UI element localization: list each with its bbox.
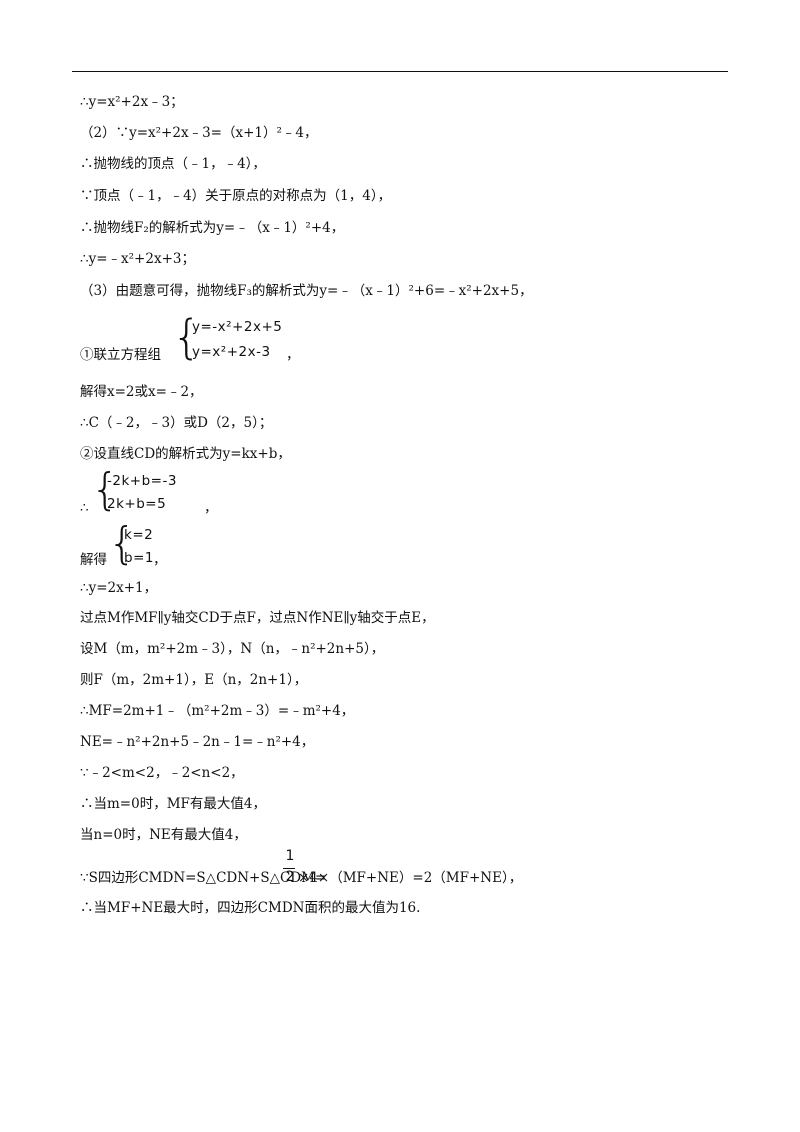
text-line-9: 解得x=2或x=﹣2， (80, 384, 203, 400)
header-rule (72, 71, 728, 72)
text-line-20: ∵﹣2<m<2，﹣2<n<2， (80, 765, 244, 781)
fraction-numerator: 1 (285, 848, 295, 864)
line-9: 解得x=2或x=﹣2， (80, 382, 203, 402)
system-2-brace: { (91, 464, 119, 515)
system-3-eq-1: k=2 (124, 527, 154, 543)
equation-system-1: ①联立方程组 { y=-x²+2x+5 y=x²+2x-3 ， (80, 310, 380, 366)
equation-system-2: ∴ { -2k+b=-3 2k+b=5 ， (80, 464, 380, 520)
line-16: 设M（m，m²+2m﹣3），N（n，﹣n²+2n+5）， (80, 639, 384, 659)
line-11: ②设直线CD的解析式为y=kx+b， (80, 444, 291, 464)
system-3-eq-2: b=1 (124, 550, 154, 566)
line-6: ∴y=﹣x²+2x+3； (80, 249, 195, 269)
text-line-5: ∴抛物线F₂的解析式为y=﹣（x﹣1）²+4， (80, 220, 345, 236)
line-1: ∴y=x²+2x﹣3； (80, 92, 184, 112)
text-line-11: ②设直线CD的解析式为y=kx+b， (80, 446, 291, 462)
line-15: 过点M作MF∥y轴交CD于点F，过点N作NE∥y轴交于点E， (80, 608, 435, 628)
line-19: NE=﹣n²+2n+5﹣2n﹣1=﹣n²+4， (80, 732, 314, 752)
line-18: ∴MF=2m+1﹣（m²+2m﹣3）=﹣m²+4， (80, 701, 354, 721)
text-line-17: 则F（m，2m+1），E（n，2n+1）， (80, 672, 308, 688)
text-line-1: ∴y=x²+2x﹣3； (80, 94, 184, 110)
text-line-7: （3）由题意可得，抛物线F₃的解析式为y=﹣（x﹣1）²+6=﹣x²+2x+5， (80, 283, 533, 299)
text-line-3: ∴抛物线的顶点（﹣1，﹣4）， (80, 156, 266, 172)
system-2-prefix: ∴ (80, 500, 89, 516)
text-line-21: ∴当m=0时，MF有最大值4， (80, 796, 266, 812)
line-17: 则F（m，2m+1），E（n，2n+1）， (80, 670, 307, 690)
text-line-4: ∵顶点（﹣1，﹣4）关于原点的对称点为（1，4）， (80, 188, 392, 204)
text-line-19: NE=﹣n²+2n+5﹣2n﹣1=﹣n²+4， (80, 734, 315, 750)
fraction-bar (283, 868, 295, 869)
text-line-10: ∴C（﹣2，﹣3）或D（2，5）； (80, 415, 273, 431)
line-14: ∴y=2x+1， (80, 578, 157, 598)
system-1-brace: { (172, 310, 202, 364)
text-line-6: ∴y=﹣x²+2x+3； (80, 251, 195, 267)
text-line-2: （2）∵y=x²+2x﹣3=（x+1）²﹣4， (80, 125, 318, 141)
equation-system-3: 解得 { k=2 b=1 ， (80, 518, 380, 574)
line-4: ∵顶点（﹣1，﹣4）关于原点的对称点为（1，4）， (80, 186, 391, 206)
system-3-suffix: ， (153, 552, 167, 568)
line-24: ∴当MF+NE最大时，四边形CMDN面积的最大值为16. (80, 898, 420, 918)
area-formula-prefix: ∵S四边形CMDN=S△CDN+S△CDM= (80, 870, 327, 886)
line-10: ∴C（﹣2，﹣3）或D（2，5）； (80, 413, 272, 433)
system-3-prefix: 解得 (80, 552, 107, 568)
fraction-denominator: 2 (285, 869, 295, 885)
line-5: ∴抛物线F₂的解析式为y=﹣（x﹣1）²+4， (80, 218, 344, 238)
line-22: 当n=0时，NE有最大值4， (80, 825, 247, 845)
line-20: ∵﹣2<m<2，﹣2<n<2， (80, 763, 244, 783)
text-line-24: ∴当MF+NE最大时，四边形CMDN面积的最大值为16. (80, 900, 421, 916)
area-formula: ∵S四边形CMDN=S△CDN+S△CDM= 1 2 ×4×（MF+NE）=2（… (80, 848, 680, 902)
text-line-18: ∴MF=2m+1﹣（m²+2m﹣3）=﹣m²+4， (80, 703, 355, 719)
text-line-15: 过点M作MF∥y轴交CD于点F，过点N作NE∥y轴交于点E， (80, 610, 435, 626)
line-3: ∴抛物线的顶点（﹣1，﹣4）， (80, 154, 266, 174)
system-1-eq-1: y=-x²+2x+5 (192, 319, 283, 335)
area-formula-suffix: ×4×（MF+NE）=2（MF+NE）， (298, 870, 523, 886)
system-1-prefix: ①联立方程组 (80, 347, 161, 363)
system-3-brace: { (108, 518, 136, 569)
system-2-eq-2: 2k+b=5 (107, 496, 167, 512)
text-line-22: 当n=0时，NE有最大值4， (80, 827, 247, 843)
system-1-suffix: ， (286, 347, 300, 363)
system-2-eq-1: -2k+b=-3 (107, 473, 177, 489)
text-line-14: ∴y=2x+1， (80, 580, 158, 596)
text-line-16: 设M（m，m²+2m﹣3），N（n，﹣n²+2n+5）， (80, 641, 385, 657)
system-2-suffix: ， (204, 500, 218, 516)
line-7: （3）由题意可得，抛物线F₃的解析式为y=﹣（x﹣1）²+6=﹣x²+2x+5， (80, 281, 533, 301)
line-2: （2）∵y=x²+2x﹣3=（x+1）²﹣4， (80, 123, 317, 143)
line-21: ∴当m=0时，MF有最大值4， (80, 794, 266, 814)
system-1-eq-2: y=x²+2x-3 (192, 344, 271, 360)
